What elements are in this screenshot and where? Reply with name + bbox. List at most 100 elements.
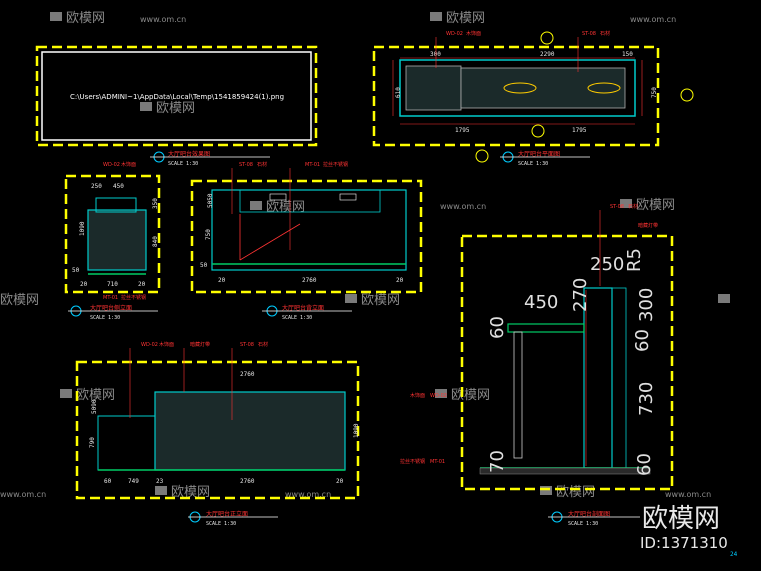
tag: 拉丝不锈钢 xyxy=(400,458,425,465)
watermark-logo-icon xyxy=(540,486,552,495)
watermark-site: www.om.cn xyxy=(440,202,486,211)
tag: MT-01 xyxy=(430,459,445,465)
dim: 250 xyxy=(590,254,624,275)
watermark-logo-icon xyxy=(345,294,357,303)
watermark-logo-icon xyxy=(155,486,167,495)
dim: 2760 xyxy=(302,277,317,284)
section-marker-icon xyxy=(475,149,489,163)
tag: 石材 xyxy=(600,30,610,37)
scale-text: SCALE 1:30 xyxy=(206,521,236,527)
side-elevation-panel: 250 450 350 1090 840 20 710 20 50 WD-02 … xyxy=(64,161,161,321)
dim: 2760 xyxy=(240,371,255,378)
tag: ST-08 xyxy=(582,31,596,37)
dim: 750 xyxy=(205,229,212,240)
watermark-site: www.om.cn xyxy=(630,15,676,24)
corner-branding: 欧模网 ID:1371310 24 xyxy=(640,504,738,558)
title-back: 大厅吧台背立面 xyxy=(282,304,324,312)
tag: 石材 xyxy=(258,341,268,348)
title-rendering: 大厅吧台效果图 xyxy=(168,150,210,158)
section-marker-icon xyxy=(540,31,554,45)
scale-text: SCALE 1:30 xyxy=(568,521,598,527)
dim: 5050 xyxy=(207,193,214,208)
watermark-brand: 欧模网 xyxy=(76,388,115,403)
dim: 749 xyxy=(128,478,139,485)
dim: 300 xyxy=(636,288,657,322)
scale-text: SCALE 1:30 xyxy=(282,315,312,321)
tag: 木饰面 xyxy=(121,161,136,168)
dim: 20 xyxy=(336,478,344,485)
watermark-brand: 欧模网 xyxy=(361,293,400,308)
dim: 250 xyxy=(91,183,102,190)
dim: R5 xyxy=(624,248,645,272)
front-elevation-panel: 2760 5090 790 1090 60 749 23 2760 20 WD-… xyxy=(75,341,360,527)
rendering-panel: C:\Users\ADMINI~1\AppData\Local\Temp\154… xyxy=(35,45,318,167)
back-elevation-panel: 5050 750 50 20 2760 20 ST-08 石材 MT-01 拉丝… xyxy=(190,161,423,321)
tag: 拉丝不锈钢 xyxy=(121,294,146,301)
tag: 木饰面 xyxy=(410,392,425,399)
dim: 50 xyxy=(200,262,208,269)
watermark-logo-icon xyxy=(435,389,447,398)
watermark-brand: 欧模网 xyxy=(66,11,105,26)
tag: MT-01 xyxy=(305,162,320,168)
dim: 270 xyxy=(570,278,591,312)
watermark-logo-icon xyxy=(250,201,262,210)
scale-text: SCALE 1:30 xyxy=(518,161,548,167)
dim: 1795 xyxy=(572,127,587,134)
watermark-brand: 欧模网 xyxy=(636,198,675,213)
dim: 1090 xyxy=(79,221,86,236)
dim: 60 xyxy=(632,329,653,352)
tag: ST-08 xyxy=(610,204,624,210)
dim: 1090 xyxy=(353,423,360,438)
dim: 70 xyxy=(487,450,508,473)
tag: 石材 xyxy=(628,203,638,210)
tag: WD-02 xyxy=(103,162,120,168)
tag: ST-08 xyxy=(239,162,253,168)
title-plan: 大厅吧台平面图 xyxy=(518,150,560,158)
watermark-site: www.om.cn xyxy=(0,490,46,499)
tag: 木饰面 xyxy=(466,30,481,37)
dim: 2760 xyxy=(240,478,255,485)
title-front: 大厅吧台正立面 xyxy=(206,510,248,518)
dim: 20 xyxy=(138,281,146,288)
dim: 790 xyxy=(89,437,96,448)
watermark-brand: 欧模网 xyxy=(266,200,305,215)
section-panel: 250 R5 450 270 60 300 60 730 70 60 ST-08… xyxy=(400,203,674,527)
page-number: 24 xyxy=(730,551,738,558)
tag: 暗藏灯带 xyxy=(638,222,658,229)
watermark-brand: 欧模网 xyxy=(446,11,485,26)
tag: 拉丝不锈钢 xyxy=(323,161,348,168)
section-marker-icon xyxy=(680,88,694,102)
dim: 60 xyxy=(487,316,508,339)
dim: 20 xyxy=(396,277,404,284)
corner-id: ID:1371310 xyxy=(640,534,728,552)
watermark-site: www.om.cn xyxy=(140,15,186,24)
dim: 2290 xyxy=(540,51,555,58)
tag: MT-01 xyxy=(103,295,118,301)
watermark-brand: 欧模网 xyxy=(171,485,210,500)
watermark-group: 欧模网 www.om.cn 欧模网 www.om.cn 欧模网 欧模网 www.om.… xyxy=(0,11,730,500)
dim: 5090 xyxy=(91,399,98,414)
tag: ST-08 xyxy=(240,342,254,348)
dim: 710 xyxy=(107,281,118,288)
dim: 450 xyxy=(524,292,558,313)
watermark-logo-icon xyxy=(140,102,152,111)
tag: WD-02 xyxy=(430,393,447,399)
dim: 730 xyxy=(636,382,657,416)
plan-panel: 300 2290 150 610 750 1795 1795 WD-02 木饰面… xyxy=(372,30,694,167)
scale-text: SCALE 1:30 xyxy=(90,315,120,321)
tag: WD-02 xyxy=(141,342,158,348)
watermark-logo-icon xyxy=(60,389,72,398)
tag: 暗藏灯带 xyxy=(190,341,210,348)
watermark-logo-icon xyxy=(430,12,442,21)
tag: 木饰面 xyxy=(159,341,174,348)
title-section: 大厅吧台剖面图 xyxy=(568,510,610,518)
tag: 石材 xyxy=(257,161,267,168)
dim: 23 xyxy=(156,478,164,485)
section-marker-icon xyxy=(531,124,545,138)
dim: 1795 xyxy=(455,127,470,134)
dim: 610 xyxy=(395,87,402,98)
corner-brand: 欧模网 xyxy=(642,504,720,534)
dim: 60 xyxy=(634,453,655,476)
dim: 350 xyxy=(152,198,159,209)
